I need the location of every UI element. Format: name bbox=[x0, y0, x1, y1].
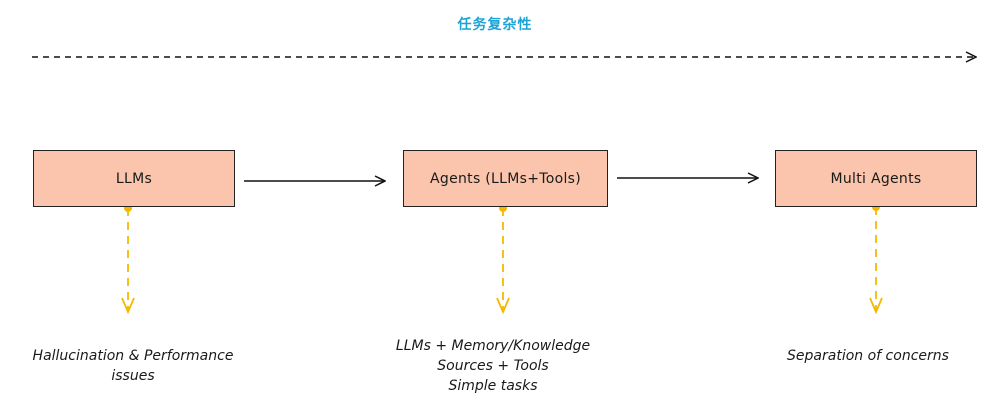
note-llms-line-1: Hallucination & Performance bbox=[32, 348, 234, 364]
connector-arrowhead-agents bbox=[496, 297, 510, 315]
task-complexity-title: 任务复杂性 bbox=[457, 17, 533, 33]
stage-box-agents: Agents (LLMs+Tools) bbox=[403, 150, 608, 207]
note-agents-line-2: Sources + Tools bbox=[437, 358, 549, 374]
note-multi-agents-line-1: Separation of concerns bbox=[787, 348, 949, 364]
stage-box-llms: LLMs bbox=[33, 150, 235, 207]
connector-arrowhead-multi-agents bbox=[869, 297, 883, 315]
note-llms: Hallucination & Performance issues bbox=[8, 346, 258, 386]
note-multi-agents: Separation of concerns bbox=[758, 346, 978, 366]
connector-arrowhead-llms bbox=[121, 297, 135, 315]
stage-box-multi-agents: Multi Agents bbox=[775, 150, 977, 207]
note-agents: LLMs + Memory/Knowledge Sources + Tools … bbox=[368, 336, 618, 396]
note-llms-line-2: issues bbox=[111, 368, 155, 384]
note-agents-line-3: Simple tasks bbox=[448, 378, 538, 394]
note-agents-line-1: LLMs + Memory/Knowledge bbox=[395, 338, 591, 354]
